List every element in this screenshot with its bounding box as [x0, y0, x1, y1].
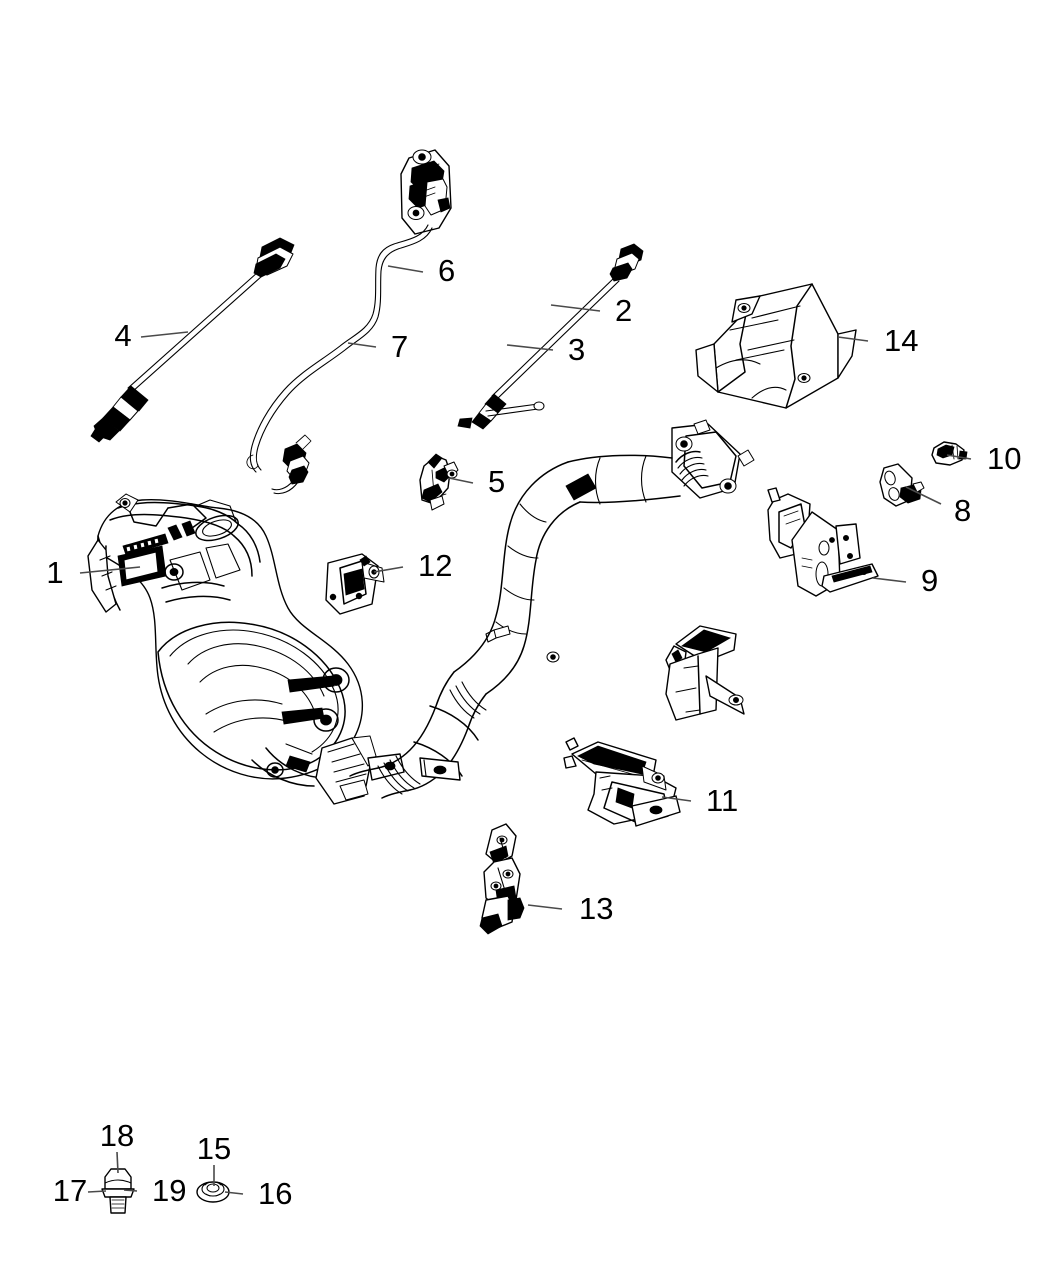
part-wiring-retainer-bracket: [419, 453, 459, 511]
callout-leader-7: [347, 342, 377, 348]
callout-label-6: 6: [438, 253, 455, 288]
part-heat-shield-retainer-clip: [879, 463, 925, 507]
callout-leader-3: [506, 344, 554, 351]
callout-leader-17: [87, 1190, 107, 1193]
callout-leader-19: [123, 1189, 138, 1192]
callout-label-10: 10: [987, 441, 1021, 476]
callout-leader-16: [224, 1191, 244, 1195]
part-temperature-sensor-module: [400, 149, 452, 235]
part-downpipe-catalytic-converter: [349, 419, 755, 799]
callout-leader-2: [550, 304, 601, 312]
callout-leader-5: [448, 477, 474, 484]
callout-label-9: 9: [921, 563, 938, 598]
callout-label-15: 15: [197, 1131, 231, 1166]
part-converter-mounting-bracket: [563, 737, 681, 827]
callout-leader-10: [946, 454, 972, 460]
callout-label-4: 4: [114, 318, 131, 353]
callout-leader-12: [373, 566, 404, 573]
callout-leader-6: [387, 265, 424, 273]
callout-label-5: 5: [488, 464, 505, 499]
callout-leader-18: [116, 1151, 119, 1174]
callout-leader-11: [661, 796, 692, 802]
callout-leader-14: [837, 336, 869, 342]
part-oxygen-sensor-downstream: [457, 243, 644, 430]
callout-label-14: 14: [884, 323, 918, 358]
part-flange-nut: [196, 1181, 230, 1203]
callout-label-16: 16: [258, 1176, 292, 1211]
callout-leader-9: [872, 577, 907, 583]
callout-label-11: 11: [706, 783, 738, 818]
part-unlabeled-bracket: [665, 625, 745, 721]
part-converter-support-bracket: [767, 487, 879, 597]
callout-label-2: 2: [615, 293, 632, 328]
callout-label-13: 13: [579, 891, 613, 926]
callout-label-17: 17: [53, 1173, 87, 1208]
callout-leader-4: [140, 331, 189, 338]
part-exhaust-manifold-assembly: [87, 493, 405, 805]
callout-label-8: 8: [954, 493, 971, 528]
part-sensor-cable-lead: [246, 224, 433, 495]
part-manifold-bracket: [325, 553, 385, 615]
part-hex-flange-bolt: [101, 1168, 135, 1214]
part-oxygen-sensor-upstream: [90, 237, 295, 443]
callout-label-12: 12: [418, 548, 452, 583]
callout-label-3: 3: [568, 332, 585, 367]
callout-leader-1: [79, 566, 141, 574]
part-lower-support-bracket: [479, 823, 525, 935]
part-heat-shield: [695, 283, 857, 409]
callout-label-1: 1: [46, 555, 63, 590]
callout-leader-8: [905, 486, 942, 505]
callout-label-19: 19: [152, 1173, 186, 1208]
callout-label-7: 7: [391, 329, 408, 364]
callout-leader-13: [527, 904, 563, 910]
callout-label-18: 18: [100, 1118, 134, 1153]
